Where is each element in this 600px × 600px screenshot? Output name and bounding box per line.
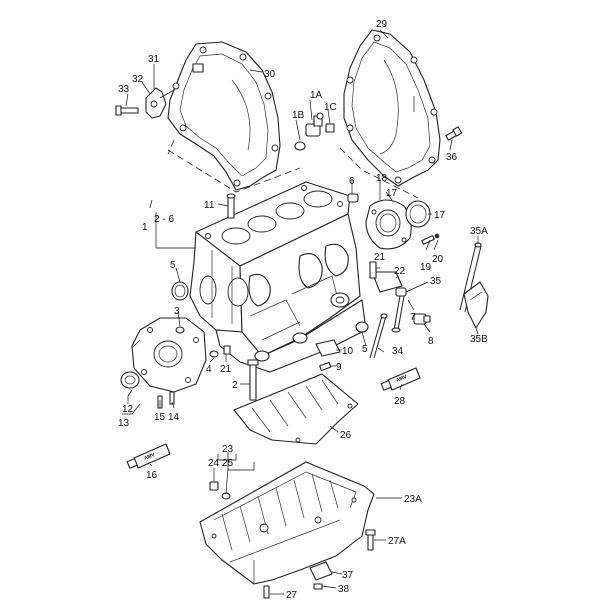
callout-25: 25 [222,458,234,469]
plug-5-bottom [355,321,369,333]
callout-29: 29 [376,19,388,30]
tube-label-16: AMV [143,452,156,462]
callout-17-right: 17 [434,210,446,221]
cylinder-block-1 [189,181,367,373]
sealant-tube-28: AMV [380,367,421,391]
tube-label-28: AMV [395,374,408,384]
callout-32: 32 [132,74,144,85]
callout-38: 38 [338,584,350,595]
sealant-tube-16: AMV [126,443,171,469]
callout-1a: 1A [310,90,323,101]
sender-37 [309,561,333,581]
callout-10: 10 [342,346,354,357]
callout-20: 20 [432,254,444,265]
bolt-14 [169,391,175,405]
bolt-27a [365,529,376,551]
callout-14: 14 [168,412,180,423]
callout-7: 7 [410,312,416,323]
callout-35b: 35B [470,334,488,345]
plug-6 [347,193,359,203]
intermediate-plate-29 [343,29,441,187]
bolt-38 [313,583,323,590]
callout-19: 19 [420,262,432,273]
callout-8: 8 [428,336,434,347]
callout-33: 33 [118,84,130,95]
callout-21-right: 21 [374,252,386,263]
callout-37: 37 [342,570,354,581]
oil-pan-23 [199,461,375,585]
callout-6: 6 [349,176,355,187]
callout-9: 9 [336,362,342,373]
bracket-10 [315,339,341,357]
callout-34: 34 [392,346,404,357]
seal-ring-17 [405,200,431,228]
bolt-2 [247,359,259,401]
callout-1: 1 [142,222,148,233]
baffle-plate-26 [233,373,359,445]
cover-plate-31-32 [115,87,175,119]
callout-16: 16 [146,470,158,481]
callout-28: 28 [394,396,406,407]
seal-flange-18 [365,199,412,250]
callout-26: 26 [340,430,352,441]
callout-13: 13 [118,418,130,429]
callout-1c: 1C [324,102,337,113]
callout-5-bottom: 5 [362,344,368,355]
callout-27: 27 [286,590,298,600]
callout-22: 22 [394,266,406,277]
callout-15: 15 [154,412,166,423]
dowel-3 [175,326,185,334]
bolt-36 [445,126,463,141]
bolt-27 [263,585,270,599]
callout-21-left: 21 [220,364,232,375]
callout-12: 12 [122,404,134,415]
callout-3: 3 [174,306,180,317]
drain-plug-24 [209,481,219,491]
callout-2-6: 2 - 6 [154,214,174,225]
callout-35a: 35A [470,226,488,237]
callout-23a: 23A [404,494,422,505]
plug-5-left [171,281,189,301]
callout-4: 4 [206,364,212,375]
intermediate-plate-30 [167,41,281,191]
bolt-9 [319,361,332,372]
callout-35: 35 [430,276,442,287]
seal-4 [209,350,219,358]
bolt-21-left [223,345,231,355]
callout-11: 11 [204,200,215,211]
oil-temp-sender-8 [413,313,431,325]
callout-30: 30 [264,69,276,80]
dipstick-guide-34 [369,313,388,359]
callout-23: 23 [222,444,234,455]
callout-31: 31 [148,54,160,65]
oil-jet-7 [391,287,407,333]
callout-labels: 29 30 31 32 33 1A 1B 1C 36 6 18 17 17 11… [118,19,488,600]
callout-36: 36 [446,152,458,163]
callout-2: 2 [232,380,238,391]
leader-lines [122,29,479,595]
callout-5-left: 5 [170,260,176,271]
assembly-dash-lines [167,139,419,199]
dipstick-35b [463,281,489,329]
bracket-22 [371,271,403,293]
callout-1b: 1B [292,110,305,121]
bolt-19-20 [421,233,440,245]
callout-27a: 27A [388,536,406,547]
callout-17-top: 17 [386,188,398,199]
seal-12 [120,371,140,389]
bolt-21-right [369,261,377,279]
oil-pump-13 [131,317,207,393]
callout-24: 24 [208,458,220,469]
callout-18: 18 [376,173,388,184]
